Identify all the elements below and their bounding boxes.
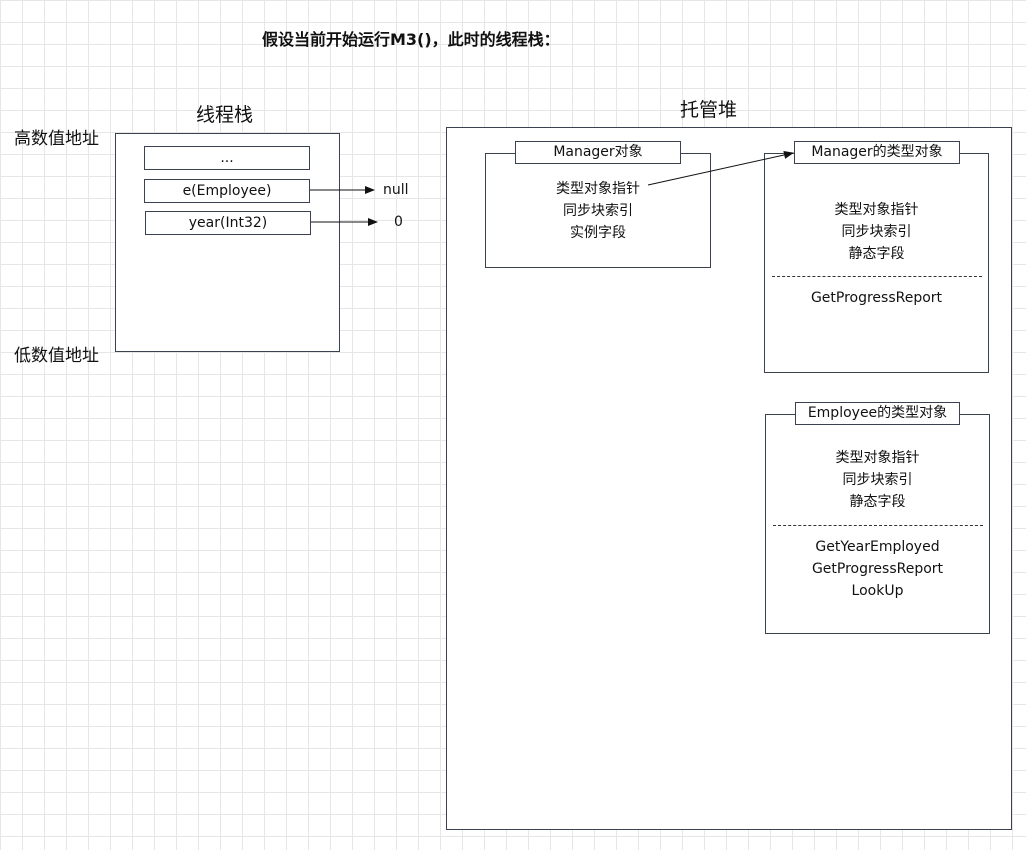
method-get-year-employed: GetYearEmployed [815, 539, 940, 555]
method-get-progress-report: GetProgressReport [810, 290, 943, 306]
stack-cell-ellipsis: ... [144, 146, 310, 170]
low-address-label: 低数值地址 [14, 346, 99, 366]
manager-type-object-fields: 类型对象指针 同步块索引 静态字段 [764, 199, 989, 265]
manager-type-object-title: Manager的类型对象 [794, 141, 960, 164]
employee-type-divider [773, 525, 983, 526]
field-type-pointer: 类型对象指针 [834, 202, 919, 218]
field-static-fields: 静态字段 [848, 246, 905, 262]
manager-object-box [485, 153, 711, 268]
manager-object-fields: 类型对象指针 同步块索引 实例字段 [485, 178, 711, 244]
field-instance-fields: 实例字段 [570, 225, 626, 241]
field-type-pointer: 类型对象指针 [556, 181, 640, 197]
stack-cell-year: year(Int32) [145, 211, 311, 235]
high-address-label: 高数值地址 [14, 129, 99, 149]
stack-cell-employee: e(Employee) [144, 179, 310, 203]
method-get-progress-report: GetProgressReport [811, 561, 944, 577]
field-sync-block-index: 同步块索引 [563, 203, 633, 219]
thread-stack-label: 线程栈 [196, 104, 254, 126]
employee-type-object-methods: GetYearEmployed GetProgressReport LookUp [765, 536, 990, 602]
employee-value-null: null [383, 182, 409, 198]
manager-object-title: Manager对象 [515, 141, 681, 164]
arrow-type-pointer-to-manager-type [647, 151, 794, 186]
year-value-zero: 0 [394, 214, 403, 230]
method-lookup: LookUp [851, 583, 904, 599]
employee-type-object-fields: 类型对象指针 同步块索引 静态字段 [765, 447, 990, 513]
manager-type-object-box [764, 153, 989, 373]
diagram-title: 假设当前开始运行M3()，此时的线程栈： [262, 30, 560, 49]
field-static-fields: 静态字段 [849, 494, 906, 510]
manager-type-object-methods: GetProgressReport [764, 287, 989, 309]
manager-type-divider [772, 276, 982, 277]
field-sync-block-index: 同步块索引 [841, 224, 912, 240]
employee-type-object-title: Employee的类型对象 [795, 402, 960, 425]
managed-heap-label: 托管堆 [680, 99, 738, 121]
field-type-pointer: 类型对象指针 [835, 450, 920, 466]
field-sync-block-index: 同步块索引 [842, 472, 913, 488]
